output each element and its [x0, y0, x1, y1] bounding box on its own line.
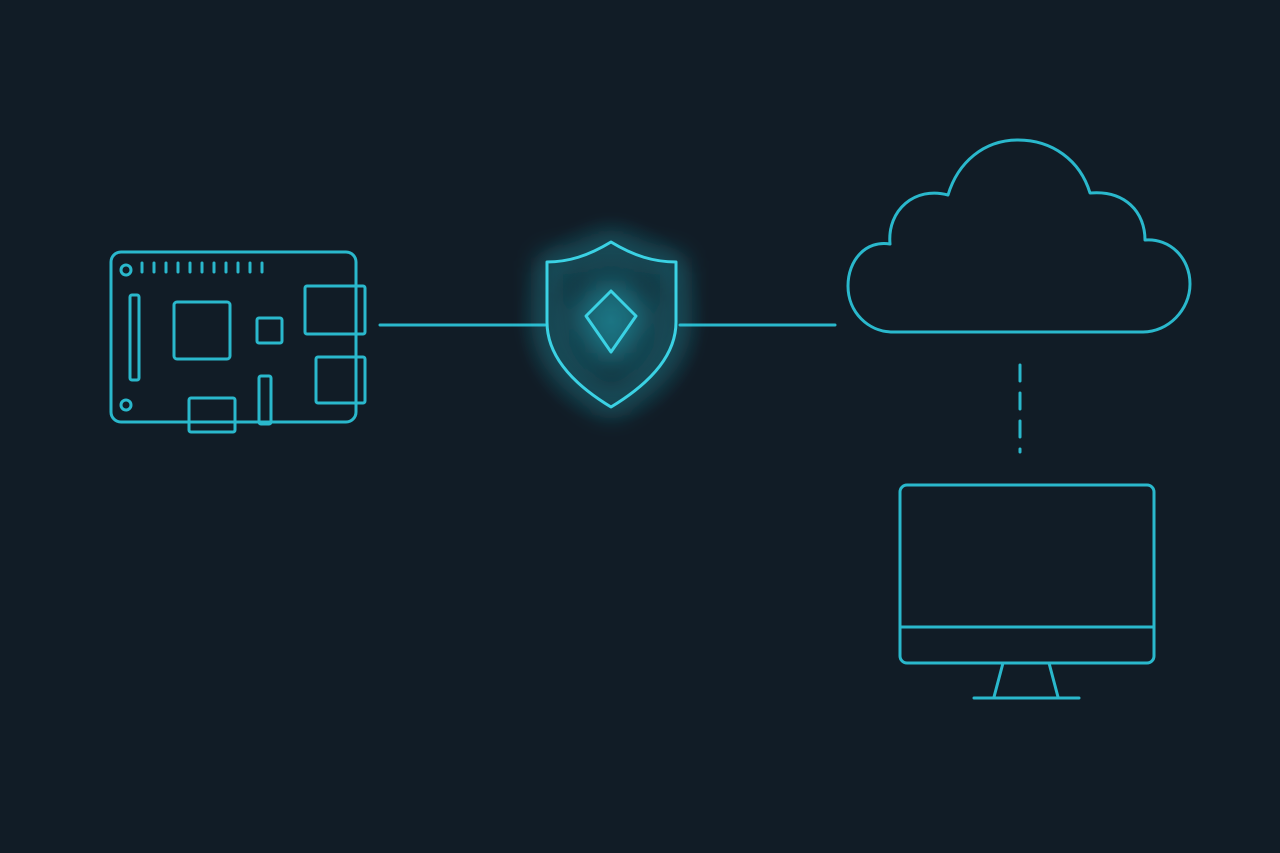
monitor-icon: [898, 483, 1156, 700]
cloud-icon: [846, 138, 1192, 334]
circuit-board-icon: [109, 250, 367, 434]
shield-icon: [516, 215, 706, 425]
